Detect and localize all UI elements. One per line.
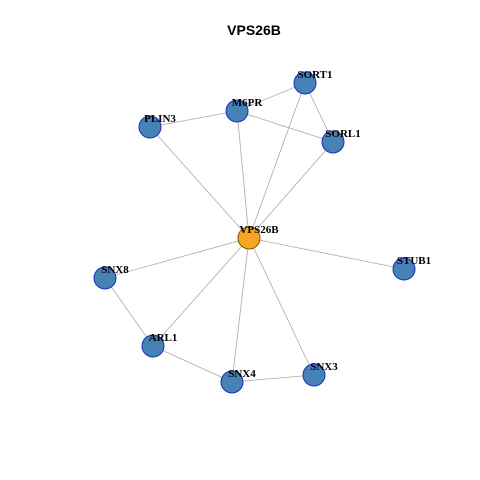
- node-arl1[interactable]: ARL1: [141, 332, 178, 358]
- node-vps26b[interactable]: VPS26B: [237, 224, 279, 250]
- edge-m6pr-sort1: [236, 82, 306, 112]
- node-circle-snx3[interactable]: [302, 363, 326, 387]
- edge-vps26b-arl1: [152, 237, 250, 347]
- edge-vps26b-plin3: [149, 126, 250, 239]
- node-label-sort1: SORT1: [297, 69, 332, 81]
- edge-snx8-arl1: [104, 277, 154, 347]
- diagram-title: VPS26B: [227, 22, 281, 38]
- node-circle-vps26b[interactable]: [237, 226, 261, 250]
- node-circle-sort1[interactable]: [293, 71, 317, 95]
- edge-layer: [104, 82, 405, 383]
- node-snx4[interactable]: SNX4: [220, 368, 256, 394]
- edge-vps26b-sort1: [248, 82, 306, 239]
- node-circle-sorl1[interactable]: [321, 130, 345, 154]
- node-m6pr[interactable]: M6PR: [225, 97, 264, 123]
- node-snx8[interactable]: SNX8: [93, 264, 129, 290]
- node-label-snx4: SNX4: [228, 368, 256, 380]
- node-sort1[interactable]: SORT1: [293, 69, 333, 95]
- node-circle-snx8[interactable]: [93, 266, 117, 290]
- node-label-arl1: ARL1: [149, 332, 178, 344]
- node-label-snx3: SNX3: [310, 361, 338, 373]
- node-circle-stub1[interactable]: [392, 257, 416, 281]
- node-circle-plin3[interactable]: [138, 115, 162, 139]
- edge-vps26b-snx3: [248, 237, 315, 376]
- node-circle-snx4[interactable]: [220, 370, 244, 394]
- edge-m6pr-sorl1: [236, 110, 334, 143]
- edge-vps26b-stub1: [248, 237, 405, 270]
- node-plin3[interactable]: PLIN3: [138, 113, 176, 139]
- node-label-sorl1: SORL1: [325, 128, 360, 140]
- edge-vps26b-sorl1: [248, 141, 334, 239]
- edge-vps26b-snx8: [104, 237, 250, 279]
- node-label-stub1: STUB1: [397, 255, 431, 267]
- edge-vps26b-snx4: [231, 237, 250, 383]
- node-sorl1[interactable]: SORL1: [321, 128, 361, 154]
- node-circle-arl1[interactable]: [141, 334, 165, 358]
- node-label-vps26b: VPS26B: [239, 224, 279, 236]
- node-circle-m6pr[interactable]: [225, 99, 249, 123]
- edge-snx4-snx3: [231, 374, 315, 383]
- edge-vps26b-m6pr: [236, 110, 250, 239]
- edge-arl1-snx4: [152, 345, 233, 383]
- node-label-m6pr: M6PR: [232, 97, 264, 109]
- node-label-plin3: PLIN3: [144, 113, 176, 125]
- edge-m6pr-plin3: [149, 110, 238, 128]
- node-snx3[interactable]: SNX3: [302, 361, 338, 387]
- node-label-snx8: SNX8: [101, 264, 129, 276]
- node-stub1[interactable]: STUB1: [392, 255, 431, 281]
